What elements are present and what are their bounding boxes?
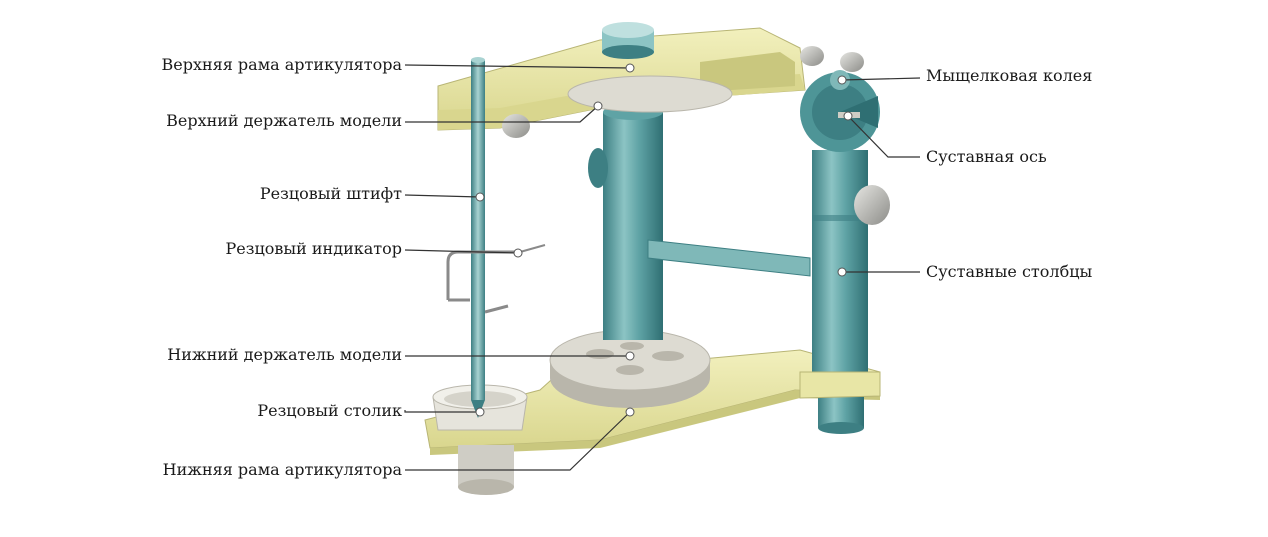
- leader-upper-holder: [405, 105, 599, 123]
- label-joint-axis: Суставная ось: [926, 147, 1047, 166]
- label-incisal-indicator: Резцовый индикатор: [225, 239, 402, 258]
- upper-model-holder: [567, 75, 733, 113]
- leader-joint-axis: [847, 115, 920, 158]
- leader-incisal-indicator: [404, 249, 519, 254]
- label-lower-model-holder: Нижний держатель модели: [167, 345, 402, 364]
- leader-lower-frame: [405, 411, 631, 471]
- incisal-indicator: [446, 244, 546, 314]
- label-condylar-track: Мыщелковая колея: [926, 66, 1093, 85]
- label-incisal-table: Резцовый столик: [257, 401, 402, 420]
- lower-model-holder: [549, 329, 711, 408]
- label-lower-frame: Нижняя рама артикулятора: [162, 460, 402, 479]
- leader-condylar-track: [841, 77, 921, 81]
- leader-incisal-pin: [404, 194, 481, 198]
- leader-dots: [475, 63, 853, 417]
- leader-incisal-table: [404, 410, 480, 413]
- label-upper-model-holder: Верхний держатель модели: [166, 111, 402, 130]
- leader-upper-frame: [404, 64, 631, 69]
- label-joint-posts: Суставные столбцы: [926, 262, 1093, 281]
- label-incisal-pin: Резцовый штифт: [259, 184, 402, 203]
- joint-posts: [588, 104, 890, 434]
- condylar-track: [800, 46, 880, 152]
- leader-lines: [404, 64, 921, 471]
- lower-frame-tip: [799, 371, 881, 399]
- label-upper-frame: Верхняя рама артикулятора: [161, 55, 402, 74]
